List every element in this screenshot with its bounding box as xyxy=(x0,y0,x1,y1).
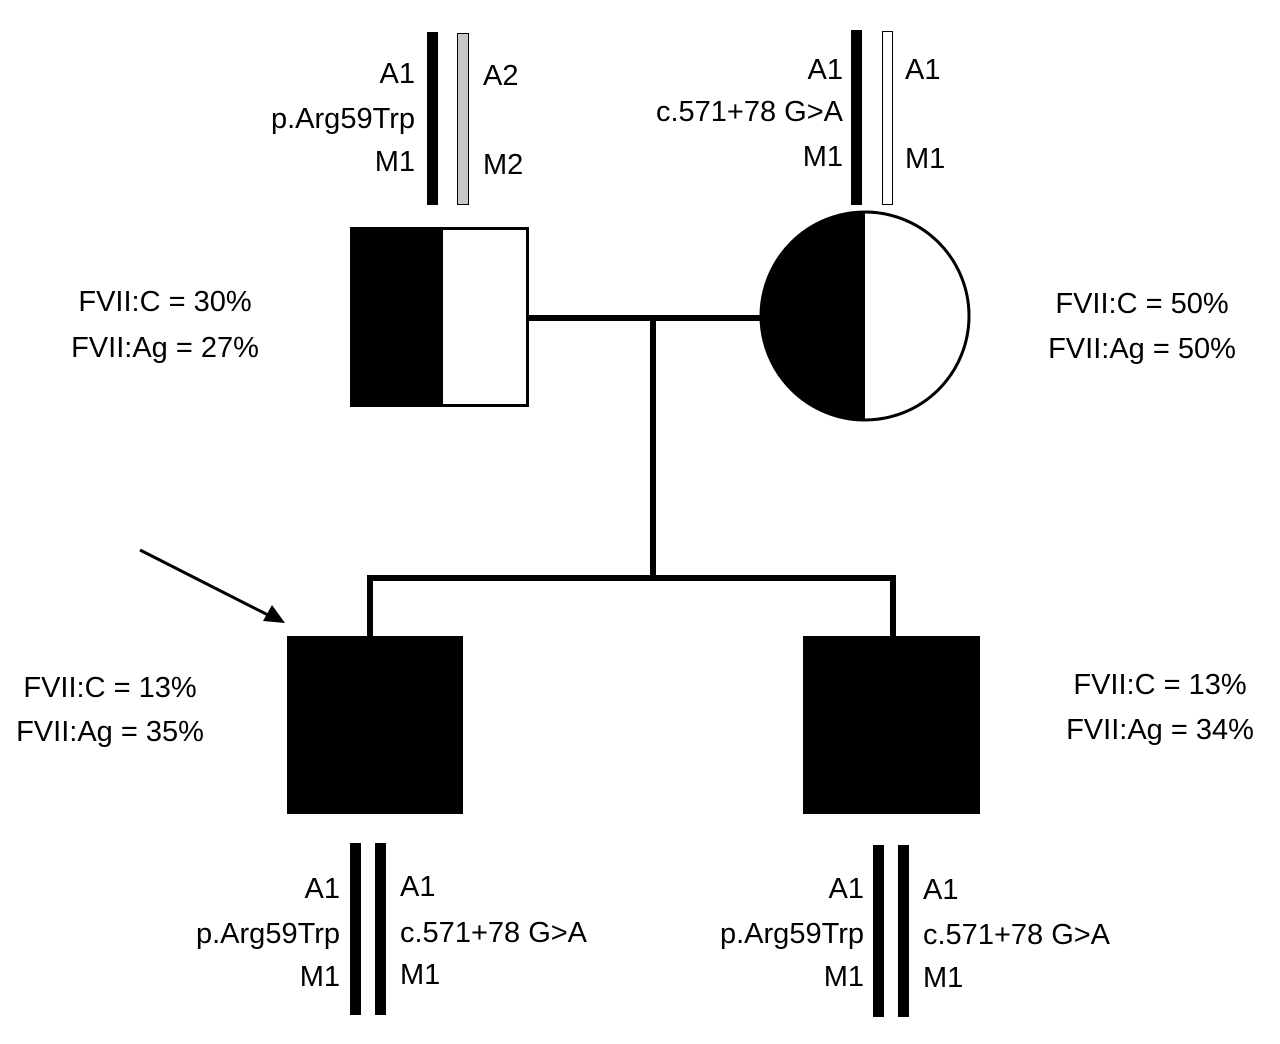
proband-allele-label: A1 xyxy=(305,873,340,905)
sibling-chromosome-maternal xyxy=(898,845,909,1017)
sibling-fvii-c: FVII:C = 13% xyxy=(1073,669,1246,701)
father-haplotype: A1 p.Arg59Trp M1 A2 M2 xyxy=(271,32,523,205)
father-chromosome-mutant xyxy=(427,32,438,205)
mother-fvii-c: FVII:C = 50% xyxy=(1055,288,1228,320)
sibling-allele-label: c.571+78 G>A xyxy=(923,919,1111,951)
father-allele-label: A1 xyxy=(380,58,415,90)
father-allele-label: M2 xyxy=(483,149,523,181)
father-fvii-c: FVII:C = 30% xyxy=(78,286,251,318)
proband-allele-label: p.Arg59Trp xyxy=(196,918,340,950)
sibling-chromosome-paternal xyxy=(873,845,884,1017)
proband-allele-label: M1 xyxy=(300,961,340,993)
mother-chromosome-normal xyxy=(882,31,893,205)
proband-chromosome-maternal xyxy=(375,843,386,1015)
mother-chromosome-mutant xyxy=(851,30,862,205)
mother-allele-label: c.571+78 G>A xyxy=(656,96,844,128)
sibling-allele-label: M1 xyxy=(923,962,963,994)
father-allele-label: p.Arg59Trp xyxy=(271,103,415,135)
proband-haplotype: A1 p.Arg59Trp M1 A1 c.571+78 G>A M1 xyxy=(196,843,588,1015)
father-fvii-ag: FVII:Ag = 27% xyxy=(71,332,259,364)
proband-chromosome-paternal xyxy=(350,843,361,1015)
mother-haplotype: A1 c.571+78 G>A M1 A1 M1 xyxy=(656,30,945,205)
proband-allele-label: M1 xyxy=(400,959,440,991)
mother-allele-label: A1 xyxy=(808,54,843,86)
mother-allele-label: M1 xyxy=(803,141,843,173)
sibling-allele-label: A1 xyxy=(923,874,958,906)
mother-allele-label: M1 xyxy=(905,143,945,175)
mother-symbol xyxy=(759,210,971,422)
father-allele-label: A2 xyxy=(483,60,518,92)
father-allele-label: M1 xyxy=(375,146,415,178)
proband-allele-label: A1 xyxy=(400,871,435,903)
mother-fvii-ag: FVII:Ag = 50% xyxy=(1048,333,1236,365)
proband-fvii-c: FVII:C = 13% xyxy=(23,672,196,704)
proband-symbol xyxy=(287,636,463,814)
sibling-allele-label: M1 xyxy=(824,961,864,993)
sibling-allele-label: p.Arg59Trp xyxy=(720,918,864,950)
proband-arrow-icon xyxy=(139,548,285,623)
pedigree-lines xyxy=(367,315,896,637)
proband-allele-label: c.571+78 G>A xyxy=(400,917,588,949)
mother-allele-label: A1 xyxy=(905,54,940,86)
sibling-fvii-ag: FVII:Ag = 34% xyxy=(1066,714,1254,746)
proband-fvii-ag: FVII:Ag = 35% xyxy=(16,716,204,748)
sibling-symbol xyxy=(803,636,980,814)
father-symbol xyxy=(350,227,529,407)
sibling-allele-label: A1 xyxy=(829,873,864,905)
father-chromosome-normal xyxy=(457,33,469,205)
sibling-haplotype: A1 p.Arg59Trp M1 A1 c.571+78 G>A M1 xyxy=(720,845,1111,1017)
